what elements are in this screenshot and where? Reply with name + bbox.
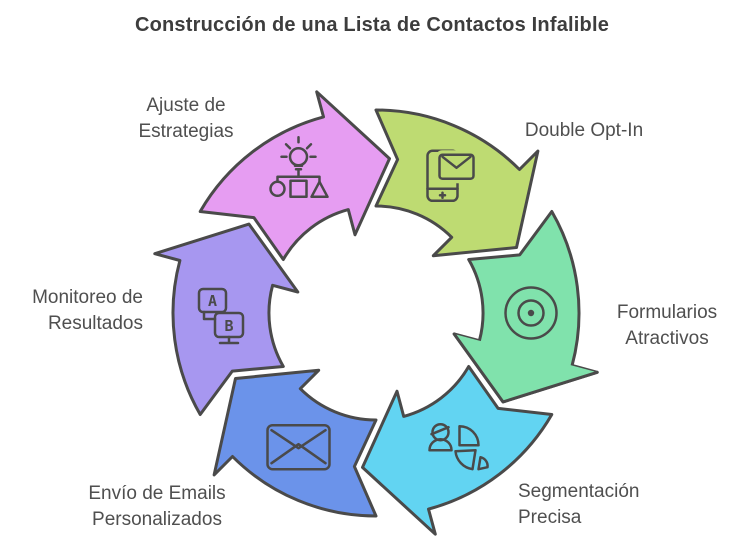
- step-label-ajuste-de-estrategias: Ajuste de Estrategias: [56, 93, 316, 145]
- step-label-formularios-atractivos: Formularios Atractivos: [557, 300, 744, 352]
- audience-segmentation-icon: [428, 422, 489, 471]
- cycle-icons: A B: [197, 136, 558, 471]
- step-label-envio-de-emails: Envío de Emails Personalizados: [37, 481, 277, 533]
- label-line: Double Opt-In: [524, 120, 644, 141]
- svg-text:A: A: [208, 292, 217, 310]
- label-line: Estrategias: [138, 121, 234, 142]
- label-line: Atractivos: [625, 328, 709, 349]
- step-label-double-opt-in: Double Opt-In: [469, 118, 699, 144]
- label-line: Formularios: [616, 302, 718, 323]
- envelope-icon: [266, 423, 331, 471]
- cycle-arrow-envio-de-emails: [212, 368, 378, 518]
- cycle-arrow-monitoreo-de-resultados: [153, 222, 300, 416]
- lightbulb-strategy-icon: [269, 136, 329, 199]
- ab-testing-icon: A B: [197, 287, 245, 345]
- cycle-arrowhead-formularios: [454, 334, 598, 402]
- phone-email-icon: [426, 149, 478, 203]
- label-line: Segmentación: [518, 481, 640, 502]
- label-line: Monitoreo de: [32, 287, 143, 308]
- step-label-monitoreo-de-resultados: Monitoreo de Resultados: [10, 285, 143, 337]
- diagram-title: Construcción de una Lista de Contactos I…: [134, 14, 610, 36]
- label-line: Ajuste de: [146, 95, 226, 116]
- target-icon: [504, 286, 558, 340]
- label-line: Personalizados: [92, 509, 222, 530]
- svg-text:B: B: [224, 317, 233, 335]
- label-line: Precisa: [518, 507, 582, 528]
- label-line: Envío de Emails: [88, 483, 226, 504]
- step-label-segmentacion-precisa: Segmentación Precisa: [518, 479, 744, 531]
- label-line: Resultados: [47, 313, 143, 334]
- cycle-arrowhead-formularios-outline: [452, 332, 599, 404]
